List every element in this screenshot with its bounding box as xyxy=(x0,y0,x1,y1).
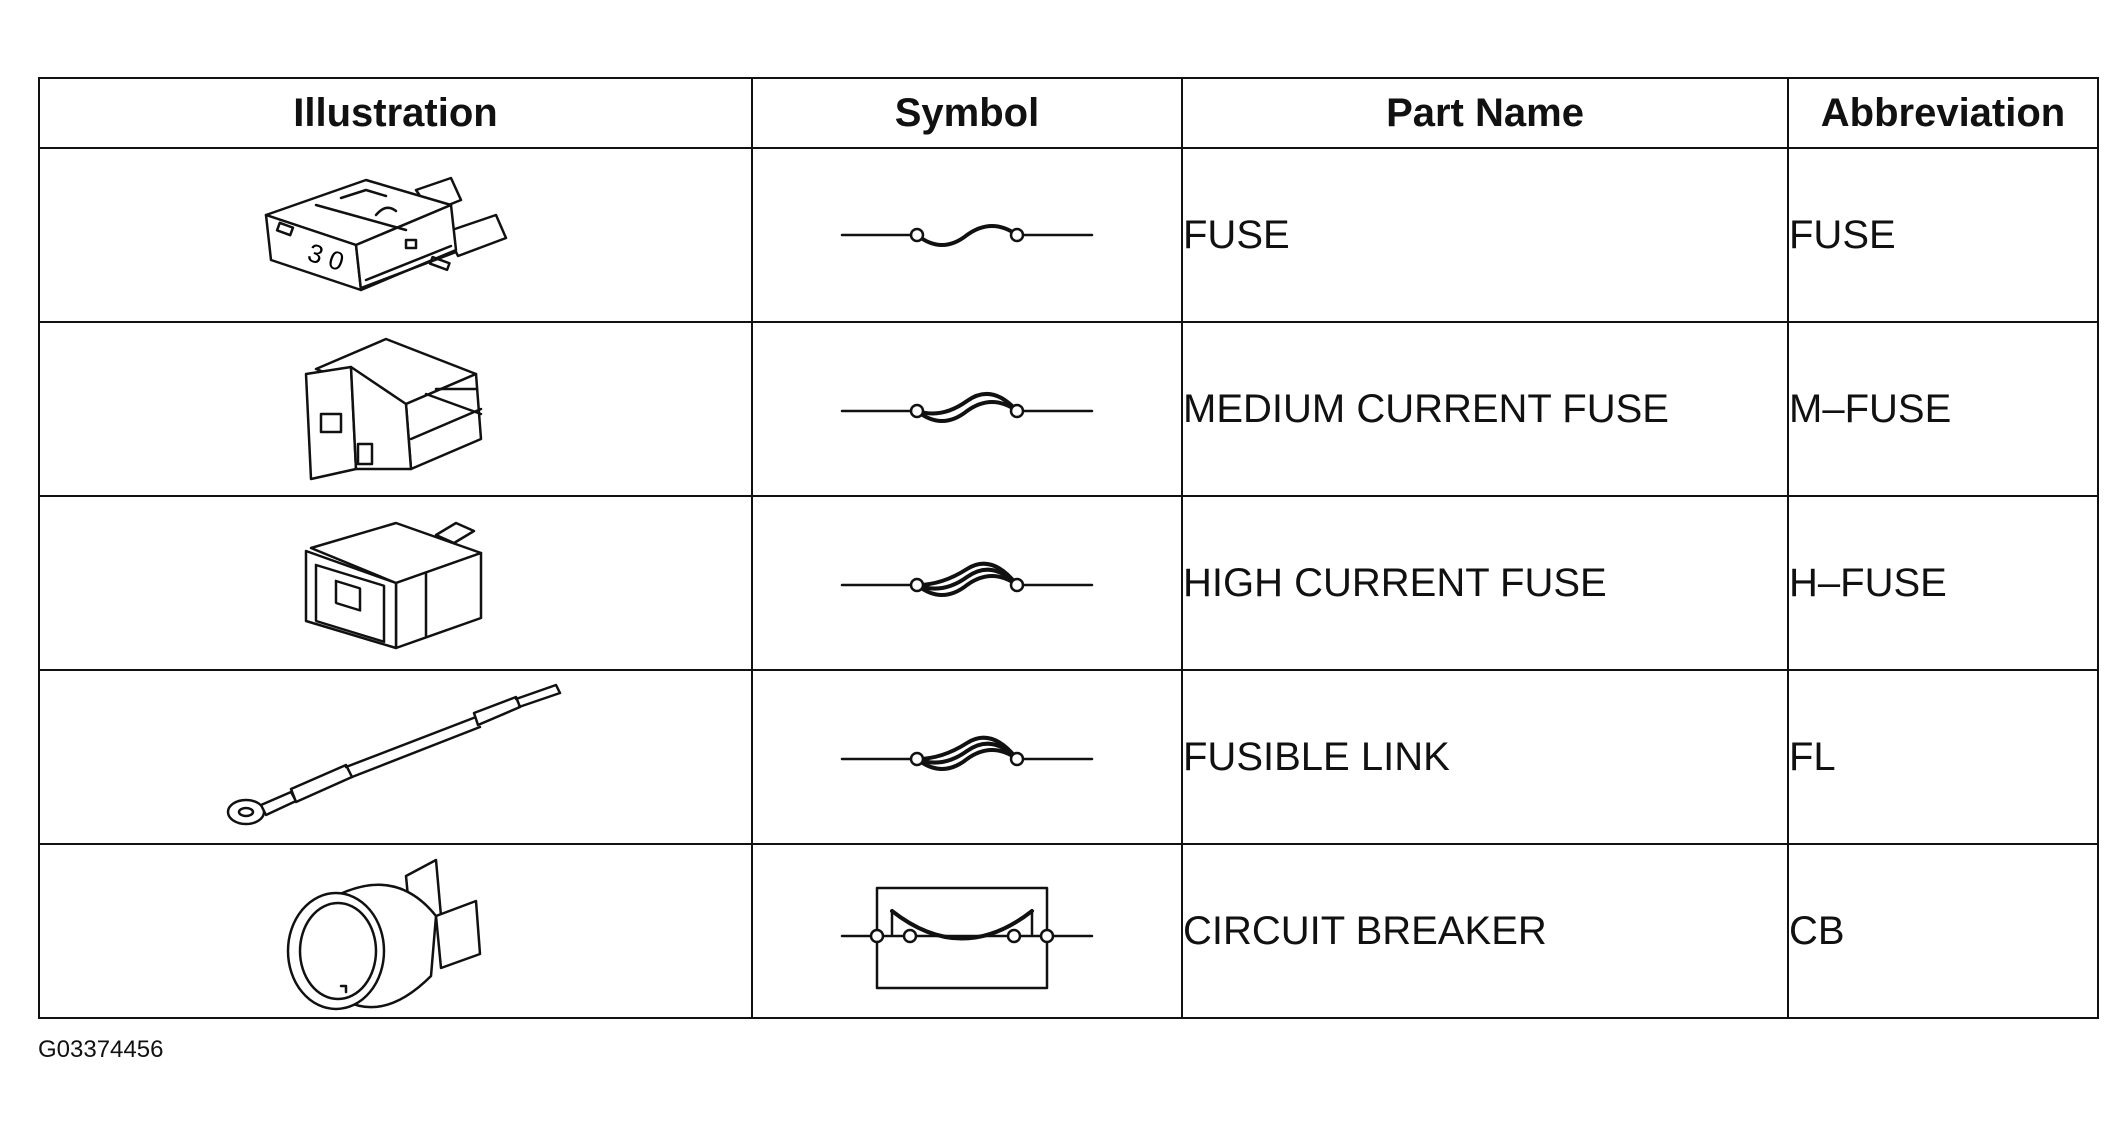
table-row: MEDIUM CURRENT FUSE M–FUSE xyxy=(38,321,2099,497)
header-part-name: Part Name xyxy=(1181,77,1789,149)
header-illustration: Illustration xyxy=(38,77,753,149)
table-row: HIGH CURRENT FUSE H–FUSE xyxy=(38,495,2099,671)
high-current-fuse-symbol-icon xyxy=(840,561,1094,597)
part-name-cell: HIGH CURRENT FUSE xyxy=(1181,495,1789,671)
abbreviation-cell: H–FUSE xyxy=(1787,495,2099,671)
symbol-cell xyxy=(751,147,1183,323)
abbreviation-cell: M–FUSE xyxy=(1787,321,2099,497)
illustration-cell: 3 0 xyxy=(38,147,753,323)
table-row: FUSIBLE LINK FL xyxy=(38,669,2099,845)
fusible-link-illustration-icon xyxy=(226,683,561,826)
symbol-cell xyxy=(751,669,1183,845)
symbol-cell xyxy=(751,321,1183,497)
abbreviation-cell: CB xyxy=(1787,843,2099,1019)
figure-code: G03374456 xyxy=(38,1036,164,1063)
illustration-cell xyxy=(38,495,753,671)
illustration-cell xyxy=(38,321,753,497)
medium-current-fuse-symbol-icon xyxy=(840,391,1094,423)
table-row: 3 0 FUSE FUSE xyxy=(38,147,2099,323)
abbreviation-cell: FUSE xyxy=(1787,147,2099,323)
header-symbol: Symbol xyxy=(751,77,1183,149)
symbol-cell xyxy=(751,843,1183,1019)
part-name-cell: MEDIUM CURRENT FUSE xyxy=(1181,321,1789,497)
fusible-link-symbol-icon xyxy=(840,735,1094,771)
part-name-cell: FUSIBLE LINK xyxy=(1181,669,1789,845)
table-header-row: Illustration Symbol Part Name Abbreviati… xyxy=(38,77,2099,149)
header-abbreviation: Abbreviation xyxy=(1787,77,2099,149)
symbol-cell xyxy=(751,495,1183,671)
circuit-breaker-symbol-icon xyxy=(840,886,1094,990)
medium-current-fuse-illustration-icon xyxy=(304,337,482,481)
part-name-cell: CIRCUIT BREAKER xyxy=(1181,843,1789,1019)
blade-fuse-illustration-icon: 3 0 xyxy=(264,176,507,292)
illustration-cell xyxy=(38,843,753,1019)
fuse-symbol-icon xyxy=(840,224,1094,247)
part-name-cell: FUSE xyxy=(1181,147,1789,323)
parts-reference-table: Illustration Symbol Part Name Abbreviati… xyxy=(38,77,2099,1019)
table-row: CIRCUIT BREAKER CB xyxy=(38,843,2099,1019)
high-current-fuse-illustration-icon xyxy=(304,521,482,650)
abbreviation-cell: FL xyxy=(1787,669,2099,845)
circuit-breaker-illustration-icon xyxy=(286,858,481,1011)
illustration-cell xyxy=(38,669,753,845)
